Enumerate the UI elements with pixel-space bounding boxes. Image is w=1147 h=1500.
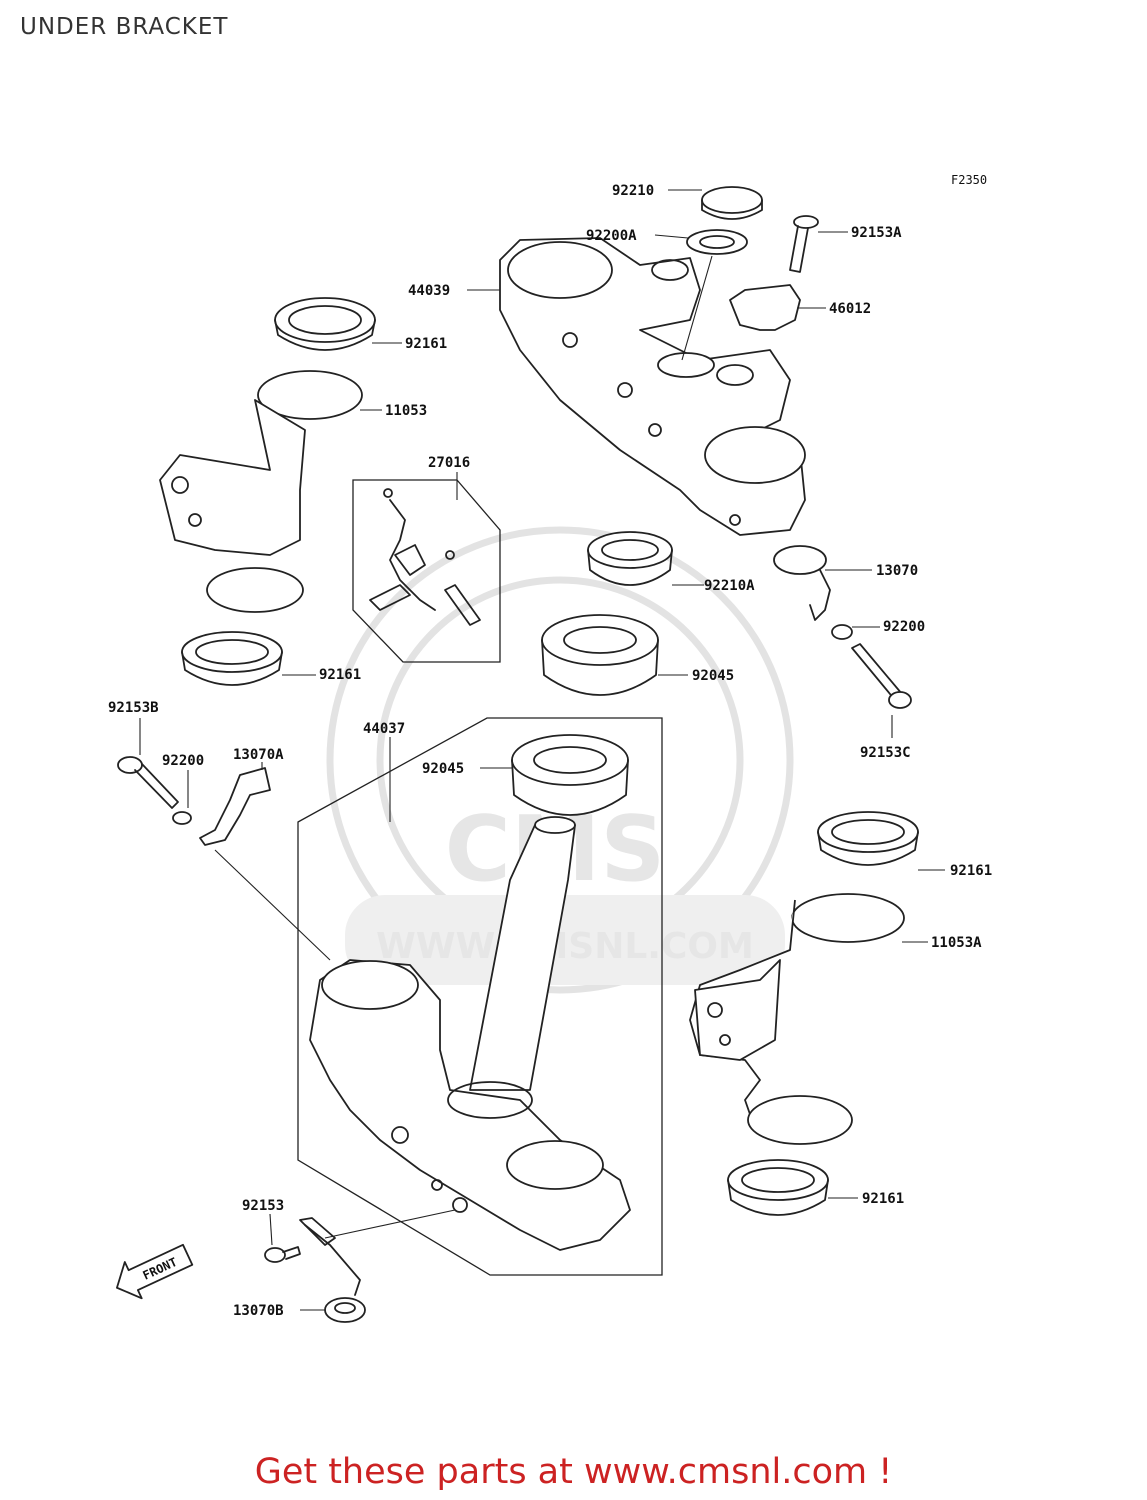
label-46012: 46012: [829, 301, 871, 317]
seal-92161-upper-right: [817, 811, 919, 866]
label-92045-b: 92045: [422, 761, 464, 777]
leader-lines: [139, 189, 945, 1311]
label-92210: 92210: [612, 183, 654, 199]
label-92153B: 92153B: [108, 700, 159, 716]
label-13070B: 13070B: [233, 1303, 284, 1319]
bolt-92153: [264, 1246, 301, 1263]
seal-92161-lower-right: [727, 1159, 829, 1216]
stem-nut-92210A: [587, 531, 673, 586]
label-92161-d: 92161: [862, 1191, 904, 1207]
label-13070A: 13070A: [233, 747, 284, 763]
page-title: UNDER BRACKET: [20, 14, 229, 40]
label-92153: 92153: [242, 1198, 284, 1214]
bearing-92045-upper: [541, 614, 659, 696]
washer-92200-left: [172, 811, 192, 825]
bolt-92153C: [851, 643, 912, 709]
label-92161-b: 92161: [319, 667, 361, 683]
upper-bracket-44039: [499, 237, 806, 536]
part-labels: 92210 92200A 92153A 44039 46012 92161 11…: [108, 183, 992, 1319]
cta-link[interactable]: Get these parts at www.cmsnl.com !: [254, 1452, 893, 1492]
washer-92200A: [686, 229, 748, 255]
clip-13070A: [199, 767, 271, 846]
label-27016: 27016: [428, 455, 470, 471]
bolt-92153B: [117, 756, 179, 809]
label-11053: 11053: [385, 403, 427, 419]
label-92161-a: 92161: [405, 336, 447, 352]
label-44037: 44037: [363, 721, 405, 737]
seal-92161-lower-left: [181, 631, 283, 686]
label-92153C: 92153C: [860, 745, 911, 761]
bolt-92153A: [789, 215, 819, 273]
label-92200-left: 92200: [162, 753, 204, 769]
label-92161-c: 92161: [950, 863, 992, 879]
label-13070: 13070: [876, 563, 918, 579]
headlight-bracket-11053A: [689, 893, 905, 1145]
label-11053A: 11053A: [931, 935, 982, 951]
front-arrow: FRONT: [116, 1243, 194, 1300]
clip-13070B: [299, 1217, 366, 1323]
seal-92161-upper-left: [274, 297, 376, 351]
label-92210A: 92210A: [704, 578, 755, 594]
cap-92210: [701, 186, 763, 220]
clip-13070: [773, 545, 831, 621]
headlight-bracket-11053: [159, 370, 363, 613]
watermark-url: WWW.CMSNL.COM: [376, 926, 754, 967]
label-92045-a: 92045: [692, 668, 734, 684]
under-bracket-44037: [309, 734, 631, 1251]
under-bracket-44037-box: [297, 717, 663, 1276]
label-92200A: 92200A: [586, 228, 637, 244]
cms-watermark: CMS WWW.CMSNL.COM: [326, 526, 794, 994]
label-92153A: 92153A: [851, 225, 902, 241]
washer-92200-right: [831, 624, 853, 640]
parts-diagram: CMS WWW.CMSNL.COM: [108, 183, 992, 1323]
label-44039: 44039: [408, 283, 450, 299]
figure-code: F2350: [951, 173, 988, 187]
clamp-46012: [729, 284, 801, 331]
label-92200-right: 92200: [883, 619, 925, 635]
